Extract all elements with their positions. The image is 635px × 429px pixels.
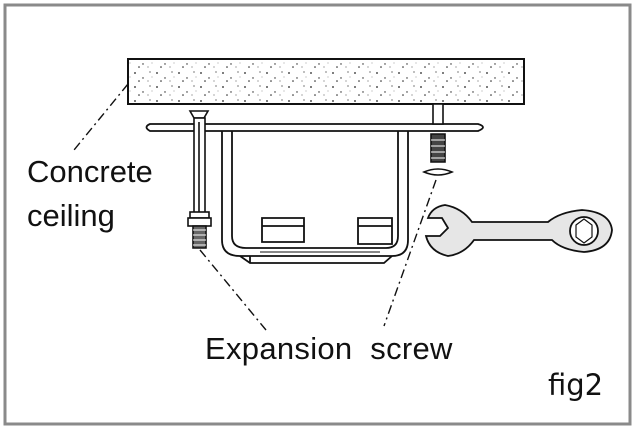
wrench — [424, 204, 613, 257]
concrete-ceiling-label: Concrete ceiling — [27, 150, 153, 238]
figure-number: fig2 — [548, 368, 604, 402]
concrete-label-line1: Concrete — [27, 154, 153, 189]
expansion-bolt-left — [187, 110, 212, 249]
mounting-bracket — [145, 123, 484, 264]
concrete-ceiling-slab — [127, 58, 525, 105]
concrete-label-line2: ceiling — [27, 198, 115, 233]
leader-concrete — [73, 83, 129, 151]
leader-lines — [73, 83, 437, 331]
leader-expansion-left — [199, 249, 267, 331]
expansion-bolt-right — [421, 103, 455, 176]
expansion-screw-label: Expansion screw — [205, 331, 453, 366]
leader-expansion-right — [383, 179, 437, 327]
frame-border — [3, 3, 632, 426]
